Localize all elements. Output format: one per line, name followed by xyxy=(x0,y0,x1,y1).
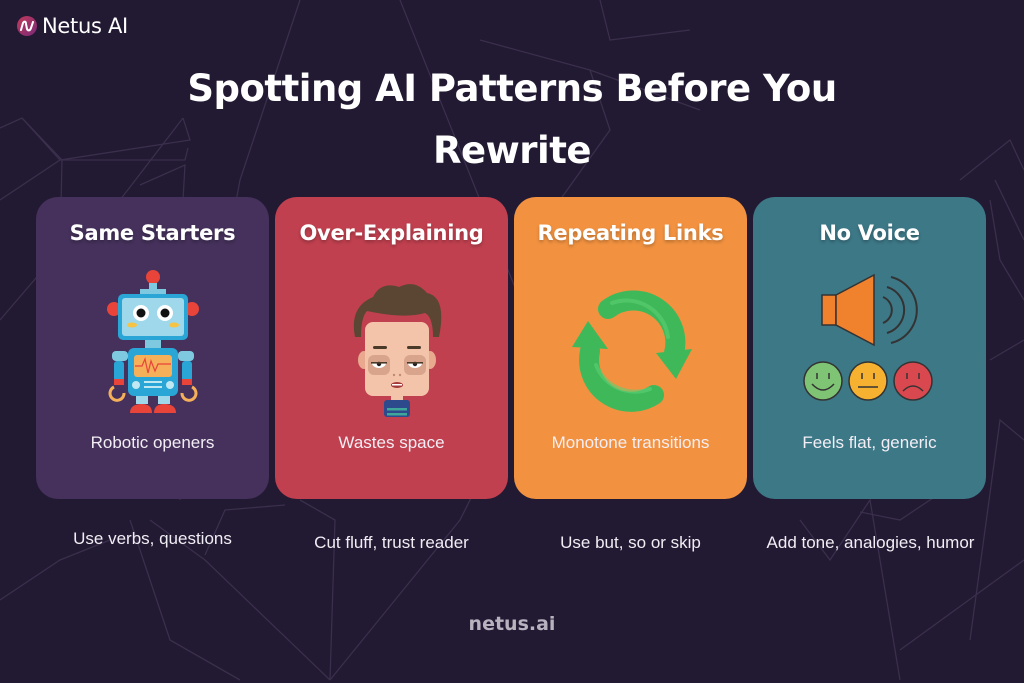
card-subtitle: Monotone transitions xyxy=(551,433,710,452)
speaker-icon xyxy=(802,273,933,401)
refresh-arrows-icon xyxy=(571,290,692,412)
tired-face-icon xyxy=(353,284,441,417)
brand-name: Netus AI xyxy=(42,14,128,38)
card-over-explaining: Over-Explaining Wastes space xyxy=(275,197,508,499)
page-title-line-1: Spotting AI Patterns Before You xyxy=(187,67,837,110)
page-title-line-2: Rewrite xyxy=(433,129,591,172)
tip-over-explaining: Cut fluff, trust reader xyxy=(314,533,469,552)
brand-logo[interactable]: Netus AI xyxy=(17,14,128,38)
card-title: Same Starters xyxy=(69,221,236,245)
card-subtitle: Feels flat, generic xyxy=(802,433,937,452)
card-repeating-links: Repeating Links Monotone transitions xyxy=(514,197,747,499)
card-same-starters: Same Starters Robotic openers xyxy=(36,197,269,499)
card-subtitle: Wastes space xyxy=(338,433,445,452)
card-subtitle: Robotic openers xyxy=(90,433,215,452)
card-title: Over-Explaining xyxy=(299,221,484,245)
emotion-faces xyxy=(802,361,933,401)
page-title: Spotting AI Patterns Before You Rewrite xyxy=(0,58,1024,182)
tip-same-starters: Use verbs, questions xyxy=(73,529,232,548)
tip-no-voice: Add tone, analogies, humor xyxy=(766,533,975,552)
robot-icon xyxy=(106,270,199,413)
card-title: No Voice xyxy=(819,221,920,245)
card-no-voice: No Voice Feels flat, generic xyxy=(753,197,986,499)
tip-repeating-links: Use but, so or skip xyxy=(560,533,701,552)
footer-domain[interactable]: netus.ai xyxy=(468,613,556,635)
card-title: Repeating Links xyxy=(537,221,724,245)
netus-logo-icon xyxy=(17,16,37,36)
